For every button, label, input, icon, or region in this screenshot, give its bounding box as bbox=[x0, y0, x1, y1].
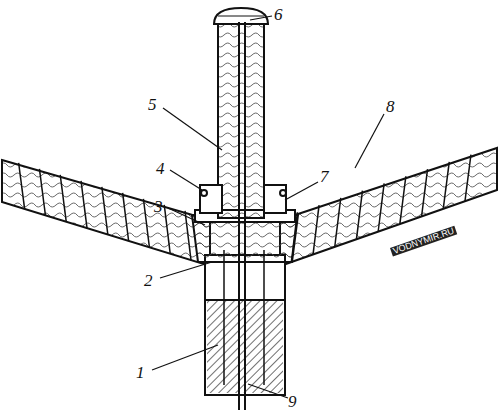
callout-number: 1 bbox=[136, 364, 145, 381]
callout-number: 6 bbox=[274, 6, 283, 23]
lashing-stroke bbox=[102, 187, 108, 235]
callout-number: 7 bbox=[320, 168, 329, 185]
callout-number: 9 bbox=[288, 393, 297, 410]
lashing-stroke bbox=[123, 193, 129, 241]
callout-number: 3 bbox=[154, 198, 163, 215]
lashing-stroke bbox=[465, 155, 471, 201]
lashing-stroke bbox=[422, 169, 428, 216]
lashing-stroke bbox=[400, 176, 406, 224]
lashing-stroke bbox=[378, 183, 384, 231]
lashing-stroke bbox=[60, 175, 66, 222]
lashing-stroke bbox=[143, 199, 149, 248]
callout-number: 4 bbox=[156, 160, 165, 177]
watermark: VODNYMIR.RU bbox=[390, 226, 457, 257]
lashing-stroke bbox=[291, 212, 297, 262]
callout-number: 2 bbox=[144, 272, 153, 289]
lashing-stroke bbox=[81, 181, 87, 229]
lashing-stroke bbox=[356, 191, 362, 239]
callout-number: 5 bbox=[148, 96, 157, 113]
lashing-stroke bbox=[443, 162, 449, 209]
lashing-stroke bbox=[19, 163, 25, 209]
lashing-stroke bbox=[39, 169, 45, 216]
lashing-stroke bbox=[164, 205, 170, 254]
callout-number: 8 bbox=[386, 98, 395, 115]
lashing-stroke bbox=[335, 198, 341, 247]
lashing-stroke bbox=[313, 205, 319, 254]
